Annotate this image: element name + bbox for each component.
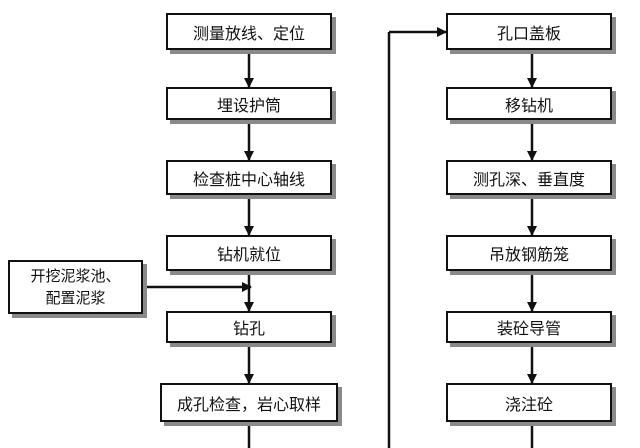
step-label: 测量放线、定位	[192, 23, 305, 43]
step-label: 吊放钢筋笼	[488, 245, 569, 264]
step-survey-positioning: 测量放线、定位	[166, 13, 332, 50]
step-label: 埋设护筒	[216, 95, 281, 115]
step-label: 钻孔	[232, 319, 265, 338]
step-rig-positioning: 钻机就位	[166, 235, 332, 271]
step-label: 移钻机	[504, 95, 553, 115]
step-pour-concrete: 浇注砼	[446, 383, 612, 422]
step-label: 成孔检查，岩心取样	[176, 394, 321, 414]
step-measure-depth-verticality: 测孔深、垂直度	[446, 160, 612, 195]
step-label: 浇注砼	[504, 394, 553, 414]
step-label: 钻机就位	[216, 245, 281, 264]
step-mud-pit-preparation: 开挖泥浆池、 配置泥浆	[8, 260, 143, 314]
step-label: 孔口盖板	[496, 23, 561, 43]
step-label: 检查桩中心轴线	[192, 169, 305, 189]
step-hoist-rebar-cage: 吊放钢筋笼	[446, 235, 612, 271]
step-install-casing: 埋设护筒	[166, 87, 332, 120]
step-drilling: 钻孔	[166, 311, 332, 343]
step-install-tremie-pipe: 装砼导管	[446, 311, 612, 343]
side-label-line2: 配置泥浆	[45, 289, 106, 307]
side-label-line1: 开挖泥浆池、	[30, 267, 121, 285]
step-move-rig: 移钻机	[446, 87, 612, 120]
step-label: 测孔深、垂直度	[472, 169, 585, 189]
step-check-pile-axis: 检查桩中心轴线	[166, 160, 332, 195]
step-hole-cover-plate: 孔口盖板	[446, 13, 612, 50]
step-label: 装砼导管	[496, 319, 561, 338]
step-hole-inspection-sampling: 成孔检查，岩心取样	[160, 383, 338, 422]
